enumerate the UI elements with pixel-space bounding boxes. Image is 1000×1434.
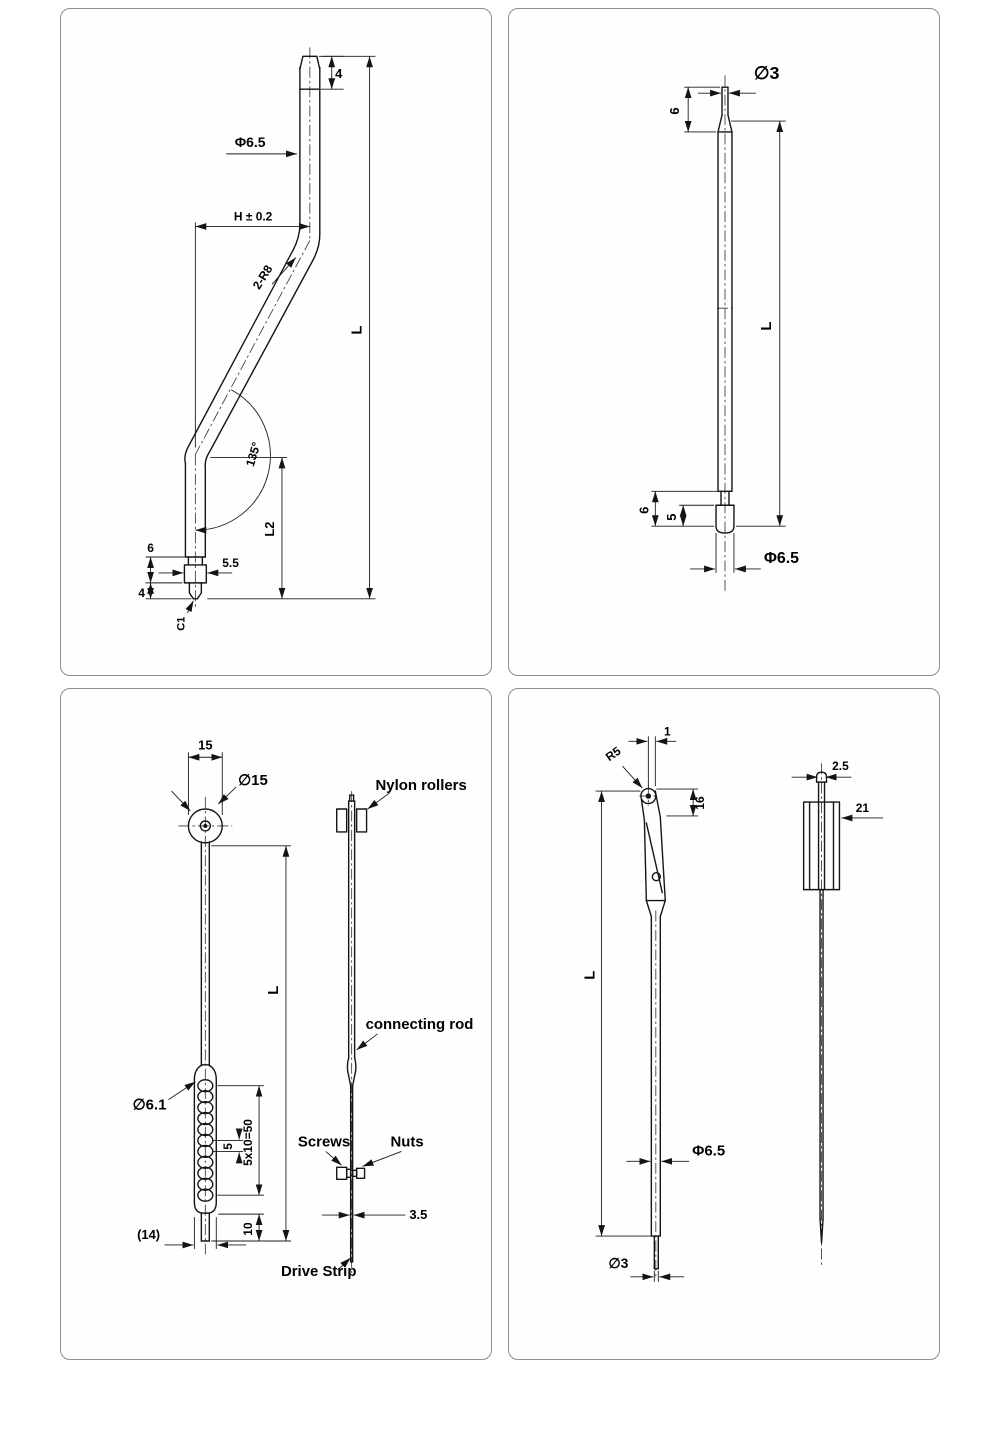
dimension-texts: 15 ∅15 ∅6.1 5 5x10=50 10 L (14) 3.5 Nylo…	[133, 737, 474, 1280]
lever-rod-drawing: 1 R5 16 L Φ6.5 ∅3 2.5 21	[582, 724, 884, 1282]
label-drive-strip: Drive Strip	[281, 1263, 356, 1280]
dimension-lines	[595, 736, 884, 1282]
dim-collar-width: 5.5	[222, 556, 239, 570]
dim-tip-diameter: ∅3	[754, 63, 780, 83]
dim-bend-radius: 2-R8	[250, 262, 276, 292]
dimension-texts: ∅3 6 L 6 5 Φ6.5	[636, 63, 799, 567]
dim-head-diameter: ∅15	[238, 772, 268, 789]
dim-strip-thickness: 3.5	[409, 1207, 427, 1222]
dim-head-radius: R5	[603, 744, 624, 764]
connecting-rod-drawing: 15 ∅15 ∅6.1 5 5x10=50 10 L (14) 3.5 Nylo…	[133, 737, 474, 1280]
dim-length-l2: L2	[262, 522, 277, 537]
dim-length-l: L	[349, 325, 366, 334]
right-view-outline	[802, 771, 841, 1244]
dim-coil-pitch: 5	[221, 1143, 235, 1150]
dim-tip-diameter: ∅3	[609, 1255, 629, 1271]
dim-collar-height: 6	[147, 541, 154, 555]
left-view-outline	[640, 787, 666, 1270]
dim-collar-length: 5	[664, 514, 679, 521]
dim-offset-h: H ± 0.2	[234, 210, 273, 224]
dim-chamfer: C1	[175, 617, 187, 631]
dim-length-l: L	[582, 971, 599, 980]
centerlines	[194, 47, 311, 609]
dim-knob-width: 2.5	[832, 759, 849, 773]
dim-tip-bottom: 4	[138, 586, 145, 600]
label-nuts: Nuts	[390, 1133, 423, 1150]
panel-lever-rod: 1 R5 16 L Φ6.5 ∅3 2.5 21	[508, 688, 940, 1360]
panel-straight-rod: ∅3 6 L 6 5 Φ6.5	[508, 8, 940, 676]
centerlines	[717, 75, 733, 591]
side-view-outline	[336, 794, 368, 1263]
dim-tip-top: 4	[335, 66, 343, 81]
dim-tail-length: 10	[241, 1222, 255, 1236]
bent-rod-drawing: 4 Φ6.5 H ± 0.2 2-R8 135° L L2 6 5.5 4 C1	[138, 47, 376, 631]
dimension-texts: 1 R5 16 L Φ6.5 ∅3 2.5 21	[582, 724, 870, 1271]
dim-tube-diameter: ∅6.1	[133, 1097, 167, 1114]
dim-body-diameter: Φ6.5	[764, 550, 799, 567]
dim-length-l: L	[758, 322, 775, 331]
rod-outline	[183, 55, 321, 600]
dim-top-offset: 1	[664, 724, 671, 738]
front-view-outline	[187, 808, 223, 1242]
dimension-lines	[164, 752, 406, 1271]
label-screws: Screws	[298, 1133, 350, 1150]
dim-length-l: L	[265, 986, 282, 995]
rod-outline	[715, 86, 735, 534]
dim-coil-span: 5x10=50	[241, 1119, 255, 1166]
label-connecting-rod: connecting rod	[366, 1016, 474, 1033]
dim-tip-length: 6	[667, 107, 682, 114]
dim-tube-width: (14)	[137, 1227, 160, 1242]
dim-head-width: 15	[198, 737, 212, 752]
dim-side-offset: 21	[856, 801, 870, 815]
straight-rod-drawing: ∅3 6 L 6 5 Φ6.5	[636, 63, 799, 591]
dim-angle: 135°	[243, 440, 264, 468]
label-nylon-rollers: Nylon rollers	[376, 777, 467, 794]
panel-bent-rod: 4 Φ6.5 H ± 0.2 2-R8 135° L L2 6 5.5 4 C1	[60, 8, 492, 676]
dimension-lines	[651, 86, 786, 573]
dimension-lines	[145, 55, 376, 613]
dim-diameter: Φ6.5	[235, 134, 266, 150]
centerlines	[639, 763, 822, 1279]
dim-body-diameter: Φ6.5	[692, 1142, 725, 1159]
panel-connecting-rod: 15 ∅15 ∅6.1 5 5x10=50 10 L (14) 3.5 Nylo…	[60, 688, 492, 1360]
dim-head-length: 16	[693, 796, 707, 810]
dim-neck-length: 6	[636, 507, 651, 514]
